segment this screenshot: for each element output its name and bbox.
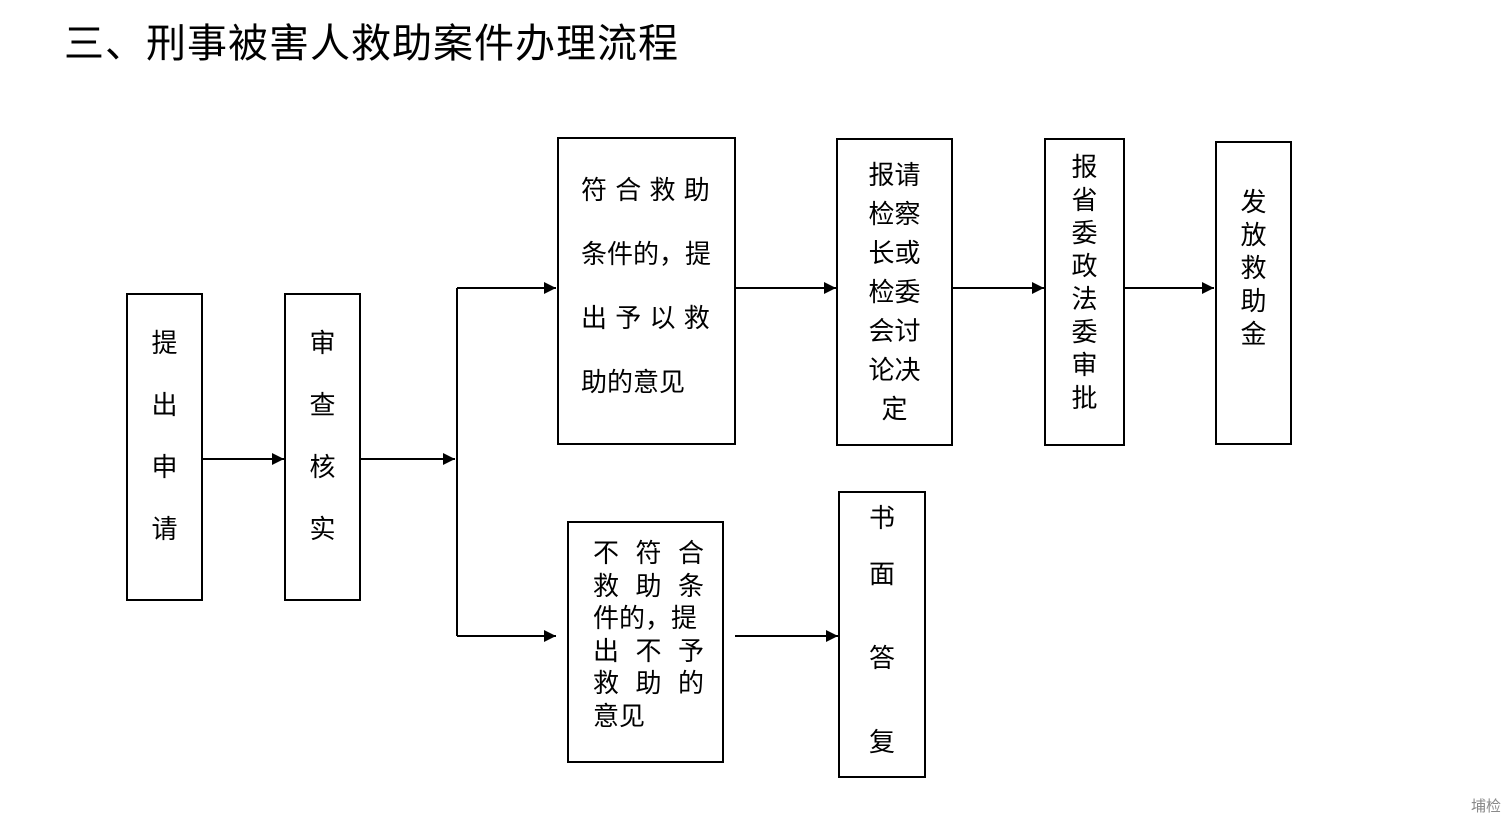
node-written-reply: 书 面 答 复 [838,491,926,778]
node-unqualified-label: 不 符 合 救 助 条 件的，提 出 不 予 救 助 的 意见 [593,539,705,732]
node-committee-approval-label: 报 省 委 政 法 委 审 批 [1071,153,1098,414]
node-apply: 提 出 申 请 [126,293,203,601]
node-review: 审 查 核 实 [284,293,361,601]
node-review-label: 审 查 核 实 [309,329,336,545]
page-title: 三、刑事被害人救助案件办理流程 [64,21,679,67]
node-chief-decision: 报请 检察 长或 检委 会讨 论决 定 [836,138,953,446]
node-written-reply-label: 书 面 答 复 [868,504,895,758]
watermark: 埔检 [1470,797,1501,815]
node-qualified: 符 合 救 助 条件的，提 出 予 以 救 助的意见 [557,137,736,445]
node-unqualified: 不 符 合 救 助 条 件的，提 出 不 予 救 助 的 意见 [567,521,724,763]
node-apply-label: 提 出 申 请 [151,329,178,545]
node-chief-decision-label: 报请 检察 长或 检委 会讨 论决 定 [868,161,921,425]
node-committee-approval: 报 省 委 政 法 委 审 批 [1044,138,1125,446]
node-payout-label: 发 放 救 助 金 [1240,188,1267,350]
node-payout: 发 放 救 助 金 [1215,141,1292,445]
node-qualified-label: 符 合 救 助 条件的，提 出 予 以 救 助的意见 [581,176,712,398]
